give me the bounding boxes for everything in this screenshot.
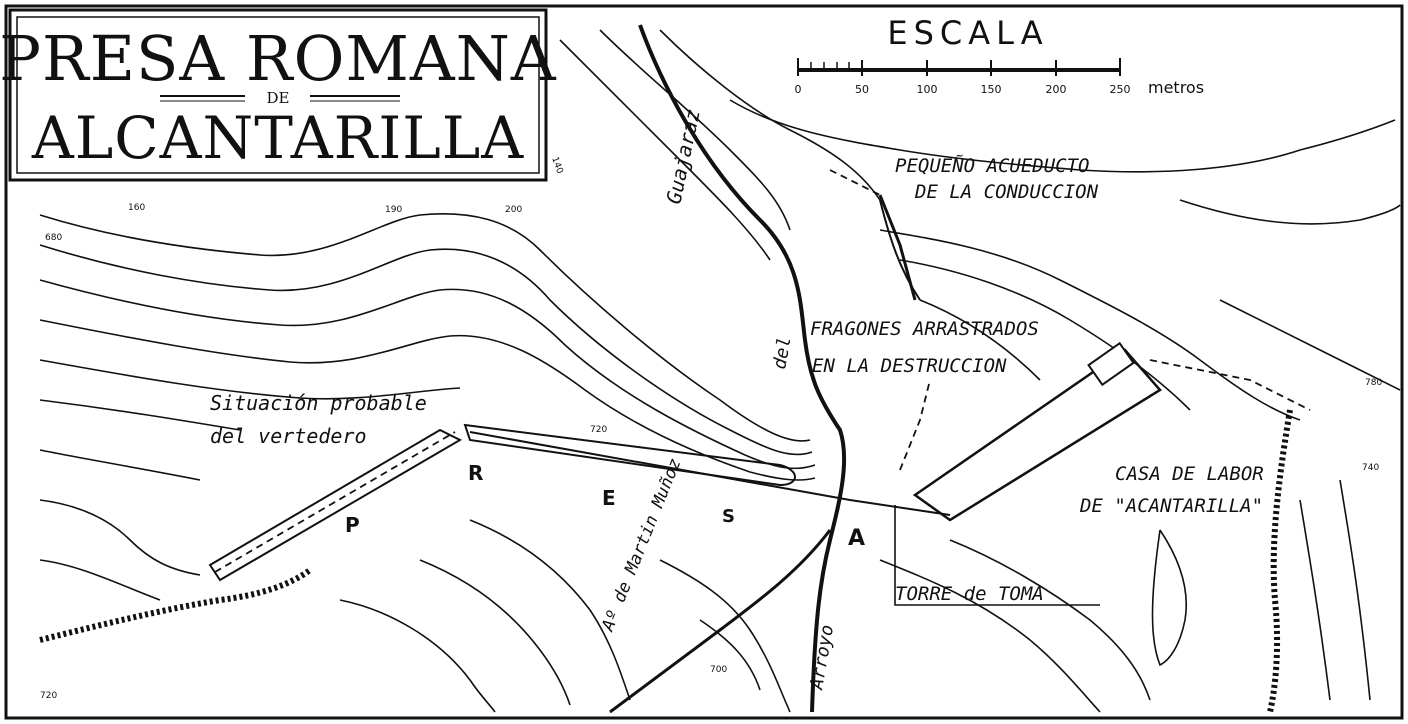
label-fragments-2: EN LA DESTRUCCION — [812, 355, 1007, 377]
contour-26 — [1151, 529, 1188, 667]
contour-14 — [879, 229, 1301, 421]
label-spillway-2: del vertedero — [210, 424, 367, 448]
label-martin-munoz: Aº de Martin Muñoz — [598, 456, 686, 635]
contour-23 — [699, 619, 761, 691]
scale-label-100: 100 — [917, 83, 938, 96]
spillway-channel — [208, 428, 463, 582]
tributary — [879, 199, 921, 301]
scale-heading: ESCALA — [887, 14, 1048, 52]
scale-label-150: 150 — [981, 83, 1002, 96]
dam-wall-outline — [463, 423, 796, 487]
contour-6 — [39, 399, 241, 431]
label-letter-p: P — [345, 513, 360, 537]
dam-structures — [208, 169, 1311, 606]
label-farmhouse-1: CASA DE LABOR — [1115, 463, 1264, 485]
label-farmhouse-2: DE "ACANTARILLA" — [1079, 495, 1263, 517]
title-box-outer — [8, 8, 548, 182]
contour-24 — [879, 559, 1101, 713]
label-spillway-1: Situación probable — [210, 391, 427, 415]
farmhouse-annex — [1087, 341, 1135, 387]
contour-16 — [919, 299, 1041, 381]
label-letter-a: A — [848, 526, 865, 551]
elev-700: 700 — [710, 665, 727, 675]
contour-8 — [39, 499, 201, 576]
contour-11 — [599, 29, 791, 231]
label-letter-e: E — [602, 486, 616, 510]
watercourses — [39, 24, 1293, 714]
contour-1 — [39, 212, 811, 442]
elev-720: 720 — [590, 425, 607, 435]
aqueduct-dash — [829, 169, 881, 196]
spillway-hatch — [39, 567, 312, 643]
contour-13 — [729, 99, 1396, 173]
tower-leader — [894, 505, 1100, 606]
scale-label-200: 200 — [1046, 83, 1067, 96]
scale-label-250: 250 — [1110, 83, 1131, 96]
title-cartouche: PRESA ROMANA DE ALCANTARILLA — [0, 8, 557, 182]
river-hatched — [1267, 409, 1293, 713]
title-box-inner — [16, 16, 540, 174]
contour-2 — [39, 244, 813, 456]
river-guajaraz — [638, 24, 847, 713]
elev-680: 680 — [45, 233, 62, 243]
contour-7 — [39, 449, 201, 481]
scale-unit: metros — [1148, 78, 1204, 97]
elev-160: 160 — [128, 203, 145, 213]
contour-lines — [39, 29, 1401, 713]
label-aqueduct-2: DE LA CONDUCCION — [914, 181, 1099, 203]
label-letter-r: R — [468, 461, 483, 485]
elev-740: 740 — [1362, 463, 1379, 473]
contour-18 — [1219, 299, 1401, 391]
title-line-3: ALCANTARILLA — [31, 104, 524, 172]
elev-140: 140 — [549, 156, 564, 176]
map-frame — [4, 4, 1404, 720]
label-tower: TORRE de TOMA — [895, 583, 1044, 605]
elev-200: 200 — [505, 205, 522, 215]
spillway-centerline — [214, 431, 456, 573]
aqueduct-line — [878, 194, 917, 301]
tower-dash — [899, 379, 931, 471]
label-guajaraz: Guajaraz — [661, 107, 705, 206]
elev-780: 780 — [1365, 378, 1382, 388]
contour-5 — [39, 359, 461, 400]
contour-27 — [1299, 499, 1331, 701]
scale-bar: ESCALA 0 50 100 150 200 250 metros — [795, 14, 1205, 97]
contour-19 — [469, 519, 631, 701]
contour-9 — [39, 559, 161, 601]
label-fragments-1: FRAGONES ARRASTRADOS — [810, 318, 1039, 340]
label-letter-s: S — [722, 506, 735, 527]
contour-21 — [339, 599, 496, 713]
conduction-dash — [1149, 359, 1311, 411]
title-line-2: DE — [267, 89, 290, 107]
farmhouse-building — [912, 348, 1162, 522]
contour-3 — [39, 279, 816, 470]
title-line-1: PRESA ROMANA — [0, 22, 557, 95]
contour-elevations: 140 160 190 200 680 720 740 780 720 700 — [40, 156, 1382, 701]
contour-15 — [899, 259, 1191, 411]
contour-28 — [1339, 479, 1371, 701]
contour-17 — [1179, 199, 1401, 225]
contour-12 — [659, 29, 881, 201]
elev-190: 190 — [385, 205, 402, 215]
label-arroyo: Arroyo — [806, 623, 838, 692]
label-aqueduct-1: PEQUEÑO ACUEDUCTO — [895, 154, 1089, 177]
contour-4 — [39, 319, 816, 481]
scale-label-0: 0 — [795, 83, 802, 96]
contour-20 — [419, 559, 571, 706]
contour-22 — [659, 559, 791, 713]
elev-720b: 720 — [40, 691, 57, 701]
stream-martin-munoz — [609, 529, 832, 714]
label-river-del: del — [769, 335, 795, 371]
dam-axis — [469, 431, 951, 516]
contour-25 — [949, 539, 1151, 701]
contour-10 — [559, 39, 771, 261]
scale-label-50: 50 — [855, 83, 869, 96]
